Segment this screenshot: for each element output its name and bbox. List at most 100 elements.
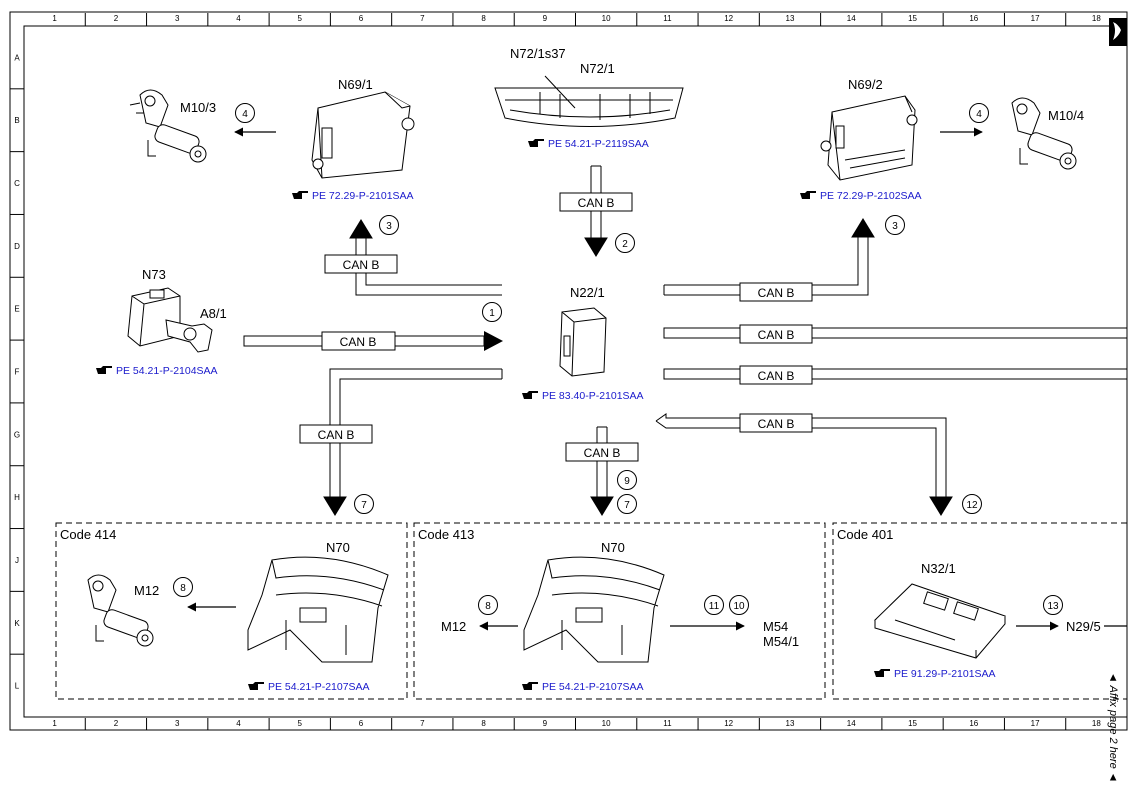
pointing-hand-icon — [800, 191, 816, 199]
step-circle: 3 — [379, 215, 399, 235]
can-label-1: CAN B — [321, 331, 396, 351]
code-413-box — [413, 522, 826, 700]
reference-text[interactable]: PE 54.21-P-2107SAA — [268, 681, 370, 693]
grid-column-label: 18 — [1092, 719, 1101, 728]
grid-column-label: 7 — [420, 719, 425, 728]
can-text: CAN B — [340, 335, 377, 349]
grid-row-label: H — [14, 493, 20, 502]
reference-n32-1[interactable]: PE 91.29-P-2101SAA — [874, 668, 996, 680]
grid-row-label: F — [15, 368, 20, 377]
motor-m10-4-image — [1011, 97, 1077, 170]
grid-column-label: 15 — [908, 14, 917, 23]
grid-row-label: K — [14, 619, 20, 628]
reference-text[interactable]: PE 54.21-P-2104SAA — [116, 365, 218, 377]
step-circle: 1 — [482, 302, 502, 322]
can-label-8: CAN B — [299, 424, 373, 444]
can-text: CAN B — [584, 446, 621, 460]
code-414-box — [55, 522, 408, 700]
bus-n22-n69-2 — [663, 218, 875, 296]
grid-row-label: D — [14, 242, 20, 251]
svg-text:3: 3 — [892, 221, 898, 232]
label-m12-left: M12 — [134, 583, 159, 598]
reference-n69-2[interactable]: PE 72.29-P-2102SAA — [800, 190, 922, 202]
grid-column-label: 6 — [359, 719, 364, 728]
grid-column-label: 3 — [175, 719, 180, 728]
grid-column-label: 11 — [663, 14, 672, 23]
svg-text:7: 7 — [624, 500, 630, 511]
grid-column-label: 1 — [52, 14, 57, 23]
grid-column-label: 4 — [236, 719, 241, 728]
reference-text[interactable]: PE 91.29-P-2101SAA — [894, 668, 996, 680]
reference-n73[interactable]: PE 54.21-P-2104SAA — [96, 365, 218, 377]
reference-text[interactable]: PE 54.21-P-2107SAA — [542, 681, 644, 693]
can-text: CAN B — [318, 428, 355, 442]
motor-m10-3-image — [129, 89, 207, 163]
grid-column-label: 7 — [420, 14, 425, 23]
code-401-label: Code 401 — [837, 527, 893, 542]
code-413-label: Code 413 — [418, 527, 474, 542]
grid-column-label: 11 — [663, 719, 672, 728]
can-label-5: CAN B — [739, 324, 813, 344]
svg-text:13: 13 — [1047, 601, 1059, 612]
label-n72-1s37: N72/1s37 — [510, 46, 566, 61]
step-circle: 7 — [617, 494, 637, 514]
n70-left-image — [247, 556, 389, 663]
reference-n70-mid[interactable]: PE 54.21-P-2107SAA — [522, 681, 644, 693]
grid-column-label: 1 — [52, 719, 57, 728]
code-401-box — [832, 522, 1127, 700]
bus-n22-code413 — [590, 426, 614, 516]
grid-row-label: A — [14, 53, 20, 62]
grid-column-label: 9 — [543, 719, 548, 728]
label-n73: N73 — [142, 267, 166, 282]
svg-text:10: 10 — [733, 601, 745, 612]
reference-text[interactable]: PE 54.21-P-2119SAA — [548, 138, 649, 150]
reference-n72-1[interactable]: PE 54.21-P-2119SAA — [528, 138, 649, 150]
can-text: CAN B — [758, 286, 795, 300]
reference-n70-left[interactable]: PE 54.21-P-2107SAA — [248, 681, 370, 693]
step-circle: 13 — [1043, 595, 1063, 615]
grid-column-label: 4 — [236, 14, 241, 23]
svg-text:1: 1 — [489, 308, 495, 319]
grid-column-label: 15 — [908, 719, 917, 728]
grid-column-label: 12 — [724, 14, 733, 23]
grid-row-label: J — [15, 556, 19, 565]
label-n72-1: N72/1 — [580, 61, 615, 76]
label-n22-1: N22/1 — [570, 285, 605, 300]
grid-row-label: L — [15, 682, 20, 691]
svg-text:8: 8 — [485, 601, 491, 612]
label-m12-mid: M12 — [441, 619, 466, 634]
label-a8-1: A8/1 — [200, 306, 227, 321]
reference-text[interactable]: PE 72.29-P-2101SAA — [312, 190, 414, 202]
affix-note: ◄ Affix page 2 here ◄ — [1107, 672, 1119, 783]
label-n29-5: N29/5 — [1066, 619, 1101, 634]
grid-column-label: 13 — [786, 14, 795, 23]
grid-column-label: 2 — [114, 719, 119, 728]
label-m10-4: M10/4 — [1048, 108, 1084, 123]
grid-row-label: E — [14, 305, 19, 314]
pointing-hand-icon — [292, 191, 308, 199]
reference-n22-1[interactable]: PE 83.40-P-2101SAA — [522, 390, 644, 402]
grid-column-label: 6 — [359, 14, 364, 23]
grid-column-label: 17 — [1031, 14, 1040, 23]
pointing-hand-icon — [874, 669, 890, 677]
label-n70-mid: N70 — [601, 540, 625, 555]
reference-text[interactable]: PE 72.29-P-2102SAA — [820, 190, 922, 202]
grid-column-label: 2 — [114, 14, 119, 23]
svg-text:7: 7 — [361, 500, 367, 511]
step-circle: 8 — [173, 577, 193, 597]
step-circle: 4 — [235, 103, 255, 123]
reference-n69-1[interactable]: PE 72.29-P-2101SAA — [292, 190, 414, 202]
reference-text[interactable]: PE 83.40-P-2101SAA — [542, 390, 644, 402]
can-text: CAN B — [758, 328, 795, 342]
n22-1-unit-image — [559, 307, 607, 377]
grid-column-label: 13 — [786, 719, 795, 728]
motor-m12-image — [87, 574, 154, 647]
label-m10-3: M10/3 — [180, 100, 216, 115]
n72-1-panel-image — [494, 75, 684, 127]
small-arrows — [187, 127, 1127, 631]
can-text: CAN B — [758, 369, 795, 383]
label-m54: M54 — [763, 619, 788, 634]
code-414-label: Code 414 — [60, 527, 116, 542]
